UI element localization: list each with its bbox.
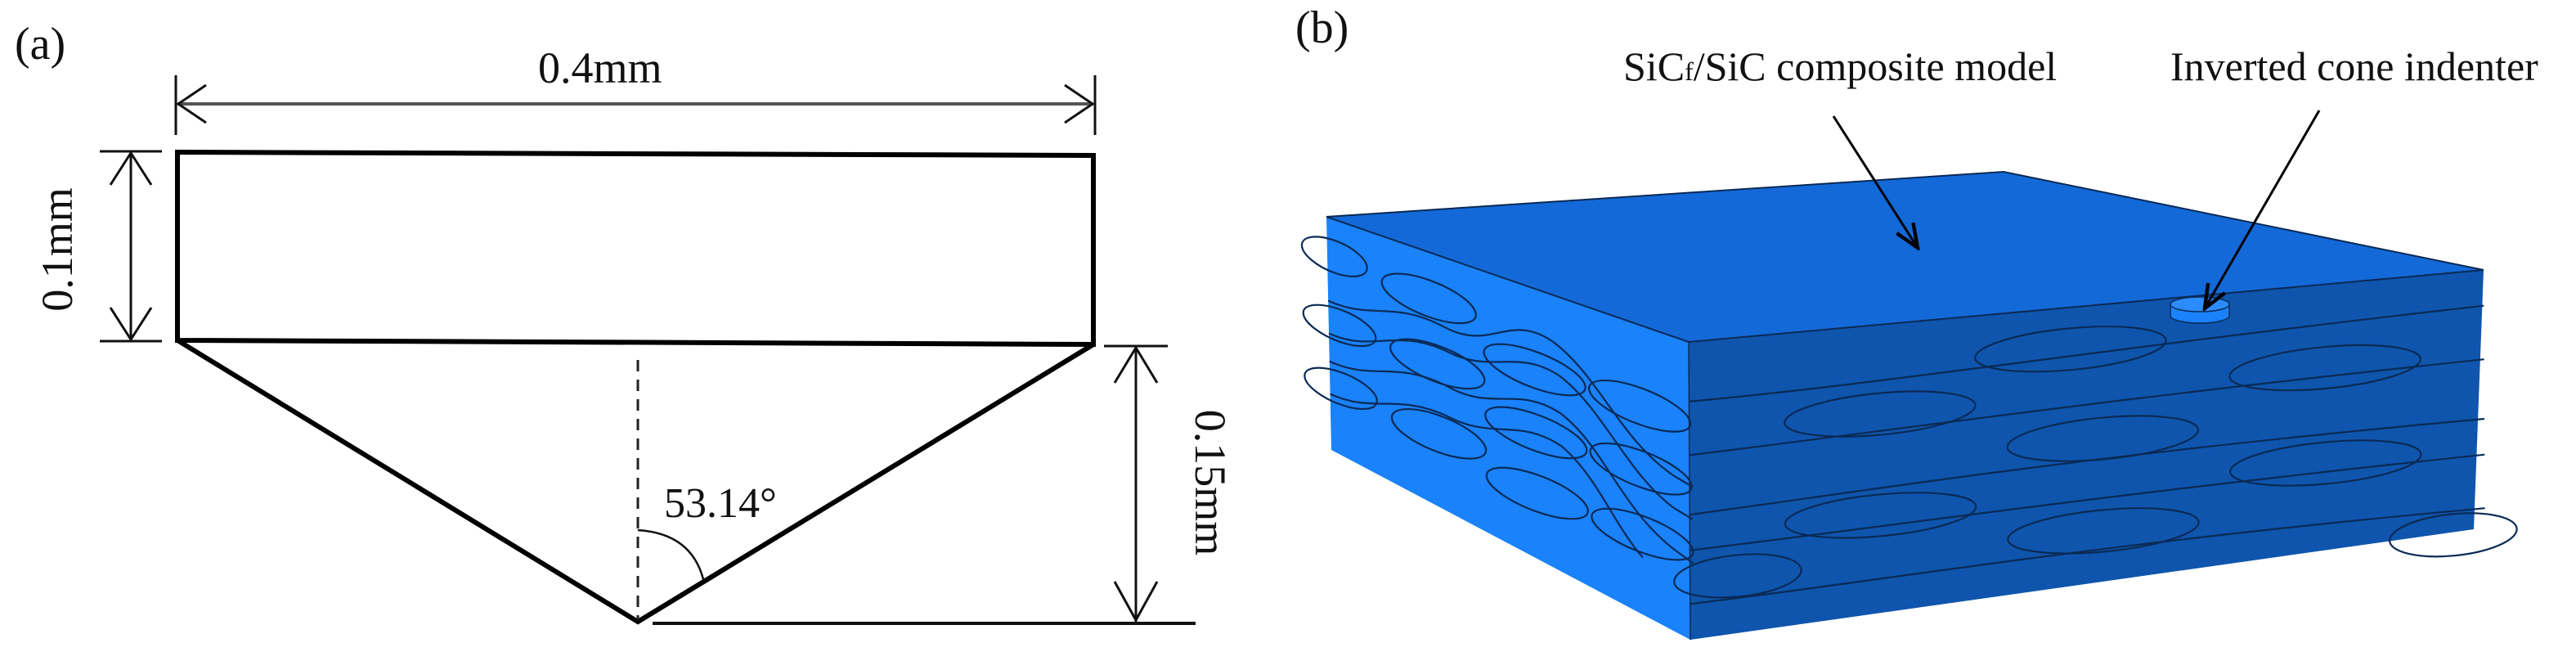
cone-angle-arc: [637, 528, 705, 580]
composite-front-face: [1689, 270, 2484, 640]
fiber-ellipse: [1589, 370, 1691, 442]
cone-dim-arrowhead-top: [1113, 345, 1159, 384]
fiber-ellipse: [1975, 320, 2166, 379]
fiber-ellipse: [1784, 384, 1976, 443]
width-dim-arrowhead-right: [1064, 83, 1095, 124]
cone-dim-label: 0.15mm: [1186, 410, 1235, 556]
height-dim-arrowhead-top: [109, 151, 153, 186]
fiber-ellipse: [2008, 409, 2199, 468]
yarn-path: [1690, 419, 2484, 515]
indenter-cone: [176, 338, 1095, 625]
fiber-ellipse: [1302, 229, 1368, 284]
width-dim-label: 0.4mm: [538, 43, 662, 92]
fiber-ellipse: [2390, 508, 2517, 561]
fiber-ellipse: [1381, 263, 1476, 333]
fiber-ellipse: [1303, 297, 1376, 355]
composite-callout-arrow: [1832, 115, 1918, 248]
yarn-path: [1690, 359, 2484, 455]
composite-label-main: SiC: [1623, 43, 1685, 89]
yarn-path: [1327, 261, 1692, 487]
fiber-ellipse: [1674, 549, 1802, 602]
composite-label: SiCf/SiC composite model: [1623, 43, 2057, 89]
fiber-ellipse: [1785, 486, 1977, 545]
fiber-ellipse: [1591, 498, 1694, 570]
indenter-top: [2170, 296, 2230, 313]
cone-height-dimension: 0.15mm: [653, 344, 1235, 625]
panel-b-label: (b): [1295, 2, 1349, 53]
width-dimension: 0.4mm: [174, 43, 1097, 135]
indenter-label: Inverted cone indenter: [2170, 43, 2538, 89]
panel-b: (b): [1295, 2, 2538, 640]
height-dim-label: 0.1mm: [33, 187, 82, 312]
cone-indenter: [2170, 296, 2230, 324]
indenter-cylinder: [175, 149, 1096, 348]
composite-top-face: [1326, 172, 2484, 342]
panel-a: (a) 0.4mm 0.1mm 53.14°: [15, 19, 1235, 625]
fiber-ellipse: [2229, 338, 2421, 397]
fiber-ellipse: [1483, 334, 1586, 406]
front-face-weave: [1673, 288, 2517, 627]
yarn-path: [1329, 330, 1694, 564]
side-face-weave: [1302, 229, 1694, 575]
height-dim-arrowhead-bottom: [109, 307, 153, 342]
composite-label-rest: /SiC composite model: [1694, 43, 2057, 89]
yarn-path: [1689, 306, 2484, 402]
yarn-path: [1690, 455, 2484, 551]
yarn-path: [1328, 293, 1693, 519]
indenter-callout-arrow: [2205, 110, 2321, 308]
fiber-ellipse: [1391, 399, 1486, 469]
composite-side-face: [1326, 217, 1690, 640]
top-back-edge: [1326, 170, 2484, 271]
width-dim-arrowhead-left: [176, 83, 207, 124]
panel-a-label: (a): [15, 19, 65, 70]
fiber-ellipse: [1304, 360, 1377, 418]
vertical-front-edge: [1688, 341, 1691, 641]
top-front-right-edge: [1688, 269, 2484, 343]
cylinder-height-dimension: 0.1mm: [33, 150, 162, 343]
fiber-ellipse: [1485, 397, 1587, 469]
cone-angle-label: 53.14°: [664, 480, 777, 527]
cone-dim-arrowhead-bottom: [1113, 581, 1159, 623]
fiber-ellipse: [1486, 457, 1588, 529]
fiber-ellipse: [2230, 434, 2421, 492]
top-front-left-edge: [1326, 216, 1690, 343]
composite-label-subscript: f: [1685, 56, 1694, 86]
fiber-ellipse: [2008, 501, 2199, 560]
yarn-path: [1330, 362, 1643, 558]
yarn-path: [1690, 508, 2485, 604]
